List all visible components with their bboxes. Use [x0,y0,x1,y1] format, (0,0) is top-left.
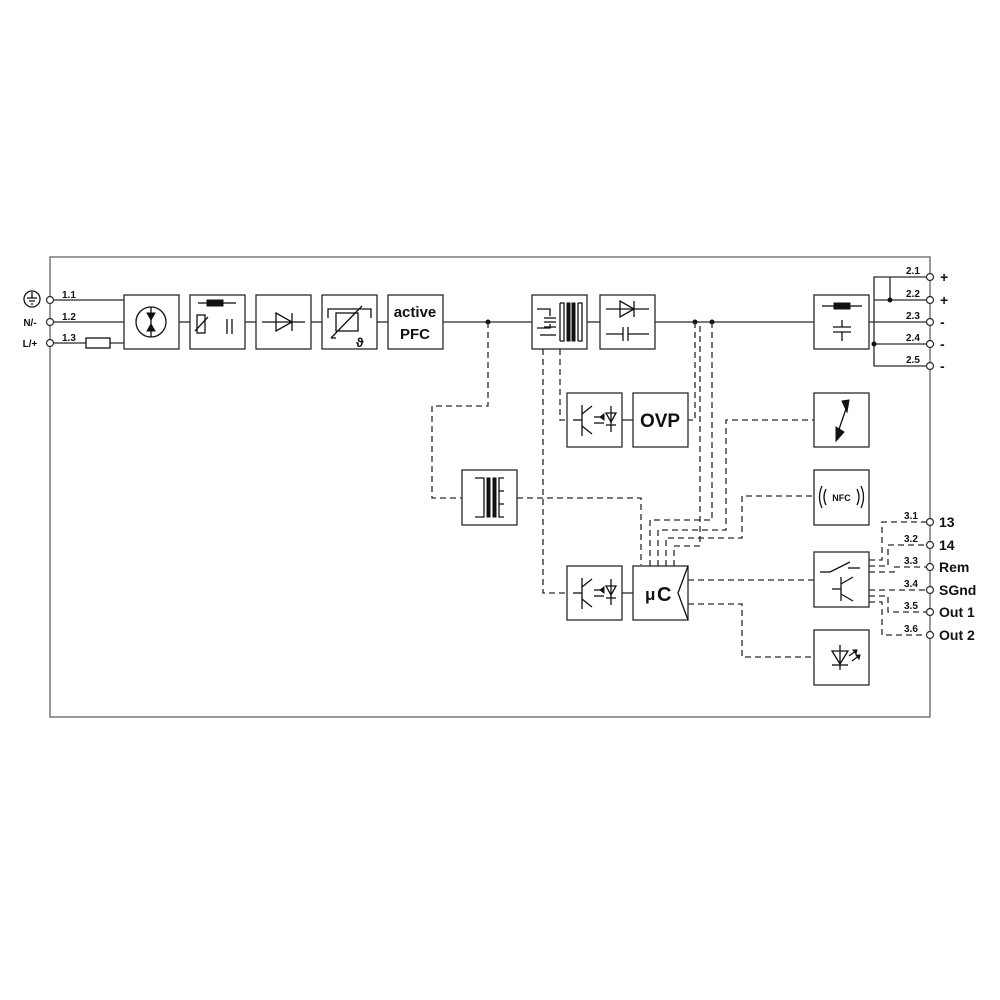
dc-terminal-sign: - [940,314,945,330]
input-terminal [45,338,55,348]
dc-terminal-sign: + [940,269,948,285]
potentiometer-icon [835,399,850,443]
signal-line [869,595,926,613]
pfc-block [387,294,444,350]
junction-dot [871,341,877,347]
microcontroller-block [632,565,689,621]
nfc-icon [818,485,865,509]
signal-terminal-id: 3.5 [904,601,918,612]
signal-terminal [925,630,935,640]
signal-terminal-id: 3.6 [904,624,918,635]
nfc-label: NFC [832,493,851,503]
signal-terminal-id: 3.3 [904,556,918,567]
lc-filter-icon [822,302,862,341]
diode-icon [262,311,305,333]
pfc-label-line1: active [394,304,437,321]
junction-dot [887,297,893,303]
signal-line [869,521,926,561]
dc-terminal-id: 2.5 [906,355,920,366]
filter-icon [194,299,236,334]
wire [873,321,926,344]
signal-terminal-id: 3.2 [904,534,918,545]
input-terminal-id: 1.3 [62,333,76,344]
wire [873,344,926,367]
relay-transistor-icon [820,561,860,602]
surge-arrester-icon [135,306,167,338]
nfc-block [813,469,870,526]
wire [873,276,926,300]
optocoupler-icon [573,578,618,609]
svg-text:ϑ: ϑ [356,335,364,350]
signal-line [688,322,696,421]
dc-terminal-id: 2.2 [906,289,920,300]
diode-capacitor-icon [606,299,649,341]
dc-terminal [925,317,935,327]
transformer-icon [475,477,504,518]
signal-line [673,322,701,566]
led-status-block [813,629,870,686]
dc-terminal-id: 2.4 [906,333,920,344]
inrush-limiter-block [321,294,378,350]
signal-terminal [925,585,935,595]
input-terminal-id: 1.1 [62,290,76,301]
signal-line [517,497,642,565]
dc-terminal-id: 2.1 [906,266,920,277]
signal-terminal-name: 13 [939,514,955,530]
input-terminal-name: N/- [23,318,36,329]
uc-label-c: C [657,584,671,606]
input-terminal-id: 1.2 [62,312,76,323]
signal-terminal-id: 3.1 [904,511,918,522]
uc-label-mu: μ [645,585,655,604]
dc-terminal [925,339,935,349]
led-icon [830,645,861,670]
dc-terminal-id: 2.3 [906,311,920,322]
signal-line [431,322,489,499]
input-terminal-name: L/+ [23,339,38,350]
signal-terminal-name: Out 1 [939,604,975,620]
signal-terminal-id: 3.4 [904,579,918,590]
signal-terminal [925,607,935,617]
signal-terminal [925,562,935,572]
thermistor-icon: ϑ [327,305,372,350]
dc-terminal [925,361,935,371]
ovp-block [632,392,689,448]
mosfet-transformer-icon [537,302,583,342]
signal-line [559,349,567,421]
signal-line [869,566,926,573]
input-terminal [45,295,55,305]
dc-terminal-group [925,272,935,371]
input-terminal [45,317,55,327]
ground-icon [23,290,41,308]
signal-terminal-name: Out 2 [939,627,975,643]
uc-clock-icon [677,565,689,621]
dc-terminal-sign: + [940,292,948,308]
optocoupler-icon [573,405,618,436]
dc-terminal-sign: - [940,358,945,374]
signal-line [649,322,713,566]
signal-line [657,419,814,566]
signal-line [542,349,567,594]
dc-terminal [925,272,935,282]
signal-terminal [925,517,935,527]
signal-terminal [925,540,935,550]
signal-terminal-name: Rem [939,559,969,575]
fuse-icon [85,337,111,349]
wire [869,299,926,323]
pfc-label-line2: PFC [400,326,430,343]
signal-terminal-name: 14 [939,537,955,553]
signal-line [665,495,814,566]
dc-terminal [925,295,935,305]
signal-terminal-group [925,517,935,640]
ovp-label: OVP [640,411,680,432]
signal-line [688,603,814,658]
signal-terminal-name: SGnd [939,582,976,598]
dc-terminal-sign: - [940,336,945,352]
